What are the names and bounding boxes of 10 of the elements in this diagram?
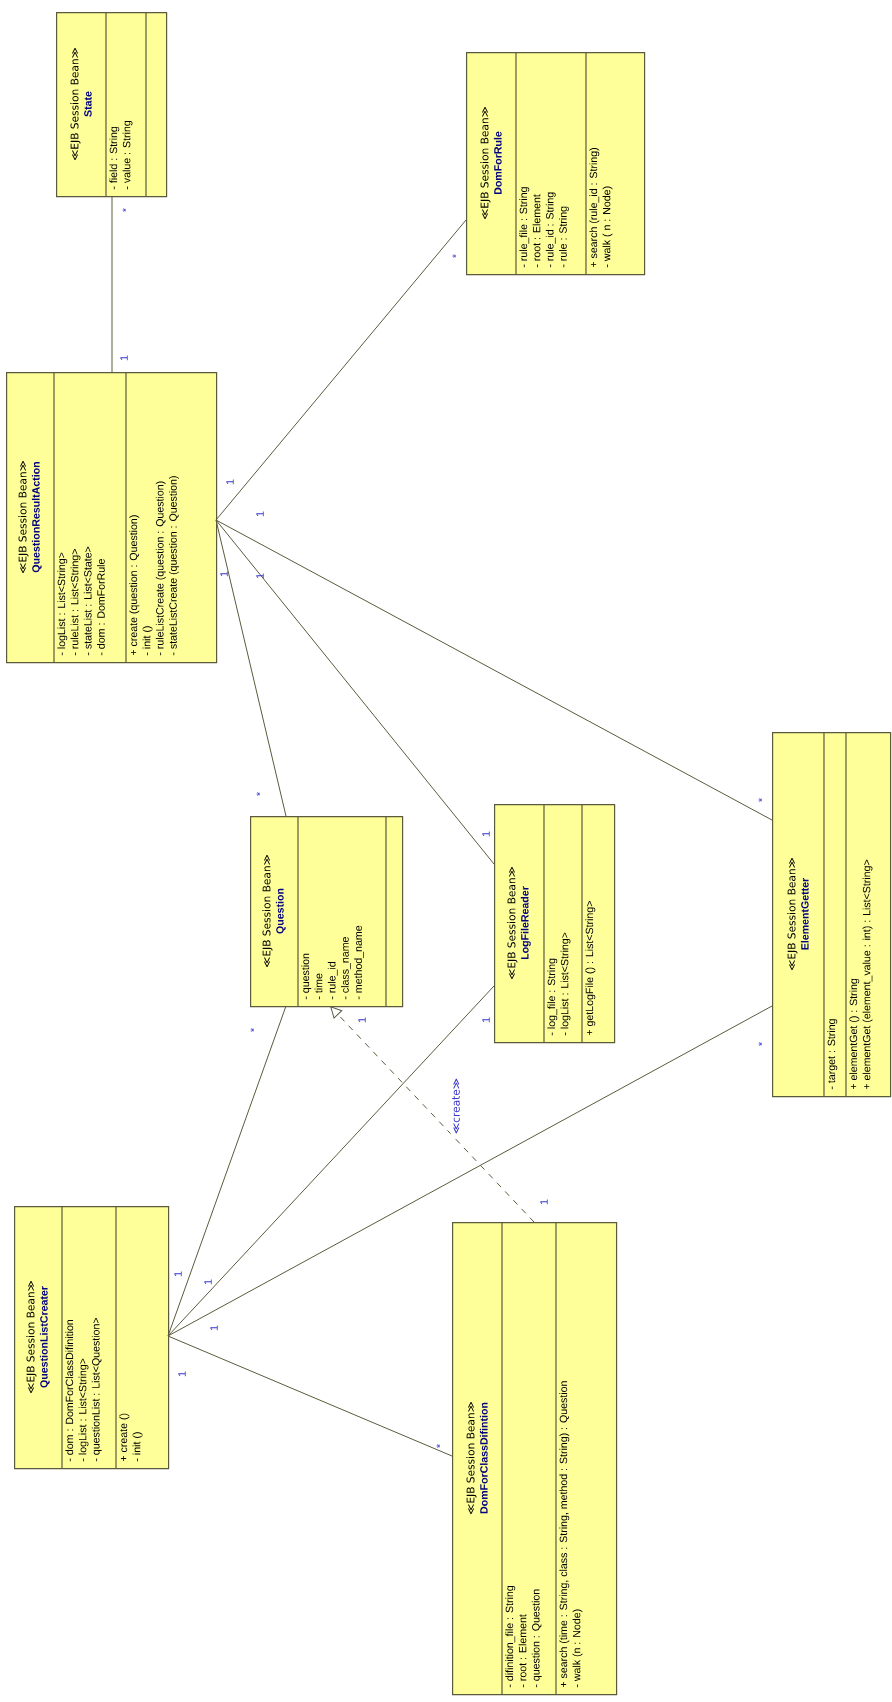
association-line <box>215 219 467 521</box>
association-line <box>215 519 287 817</box>
dependency-arrow <box>330 1006 535 1223</box>
association-line <box>215 519 773 821</box>
association-line <box>167 985 495 1337</box>
association-line <box>215 519 495 865</box>
association-line <box>167 1335 453 1457</box>
association-line <box>167 1005 773 1337</box>
association-line <box>167 1005 287 1337</box>
association-line <box>111 195 113 373</box>
